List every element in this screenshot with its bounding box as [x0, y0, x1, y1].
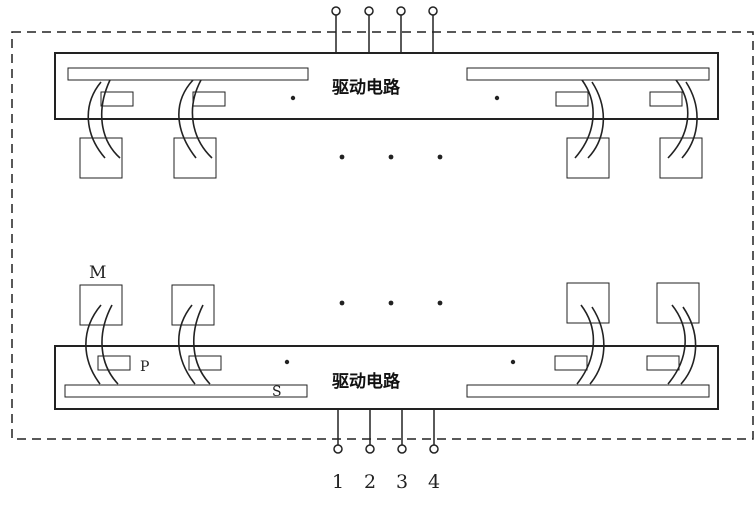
terminal-label-2: 2	[364, 471, 376, 493]
bottom-drive-circuit: 驱动电路 P S	[54, 345, 719, 410]
bottom-terminal-3	[397, 444, 407, 454]
top-terminal-1	[331, 6, 341, 16]
bottom-module-3	[566, 282, 610, 324]
bottom-module-4	[656, 282, 700, 324]
bottom-dot-left	[284, 359, 290, 365]
terminal-label-3: 3	[396, 471, 408, 493]
top-module-2	[173, 137, 217, 179]
bottom-terminal-2	[365, 444, 375, 454]
label-p: P	[140, 359, 149, 375]
top-terminal-4	[428, 6, 438, 16]
bottom-terminal-1	[333, 444, 343, 454]
top-module-4	[659, 137, 703, 179]
top-pad-1	[100, 91, 134, 107]
top-ellipsis	[339, 154, 443, 160]
top-dot-left	[290, 95, 296, 101]
top-terminal-3	[396, 6, 406, 16]
bottom-module-2	[171, 284, 215, 326]
bottom-dot-right	[510, 359, 516, 365]
bottom-terminals	[333, 409, 439, 454]
bottom-module-1	[79, 284, 123, 326]
top-wires	[87, 79, 698, 159]
bottom-terminal-4	[429, 444, 439, 454]
top-electrode-right	[466, 67, 710, 81]
bottom-pad-3	[554, 355, 588, 371]
top-pad-3	[555, 91, 589, 107]
terminal-labels: 1 2 3 4	[332, 471, 440, 493]
bottom-electrode-right	[466, 384, 710, 398]
top-terminals	[331, 6, 438, 53]
top-circuit-board	[54, 52, 719, 120]
top-electrode-left	[67, 67, 309, 81]
label-m: M	[89, 263, 106, 283]
bottom-pad-4	[646, 355, 680, 371]
bottom-ellipsis	[339, 300, 443, 306]
bottom-circuit-board	[54, 345, 719, 410]
bottom-modules	[79, 282, 700, 326]
top-dot-right	[494, 95, 500, 101]
top-circuit-label: 驱动电路	[332, 77, 401, 98]
bottom-circuit-label: 驱动电路	[332, 371, 401, 392]
dashed-boundary	[11, 31, 754, 440]
bottom-pad-2	[188, 355, 222, 371]
top-pad-4	[649, 91, 683, 107]
terminal-label-4: 4	[428, 471, 440, 493]
bottom-pad-1	[97, 355, 131, 371]
label-s: S	[272, 384, 282, 400]
top-terminal-2	[364, 6, 374, 16]
terminal-label-1: 1	[332, 471, 344, 493]
top-drive-circuit: 驱动电路	[54, 52, 719, 120]
bottom-wires	[85, 304, 697, 385]
bottom-electrode-left	[64, 384, 308, 398]
top-pad-2	[192, 91, 226, 107]
top-module-1	[79, 137, 123, 179]
